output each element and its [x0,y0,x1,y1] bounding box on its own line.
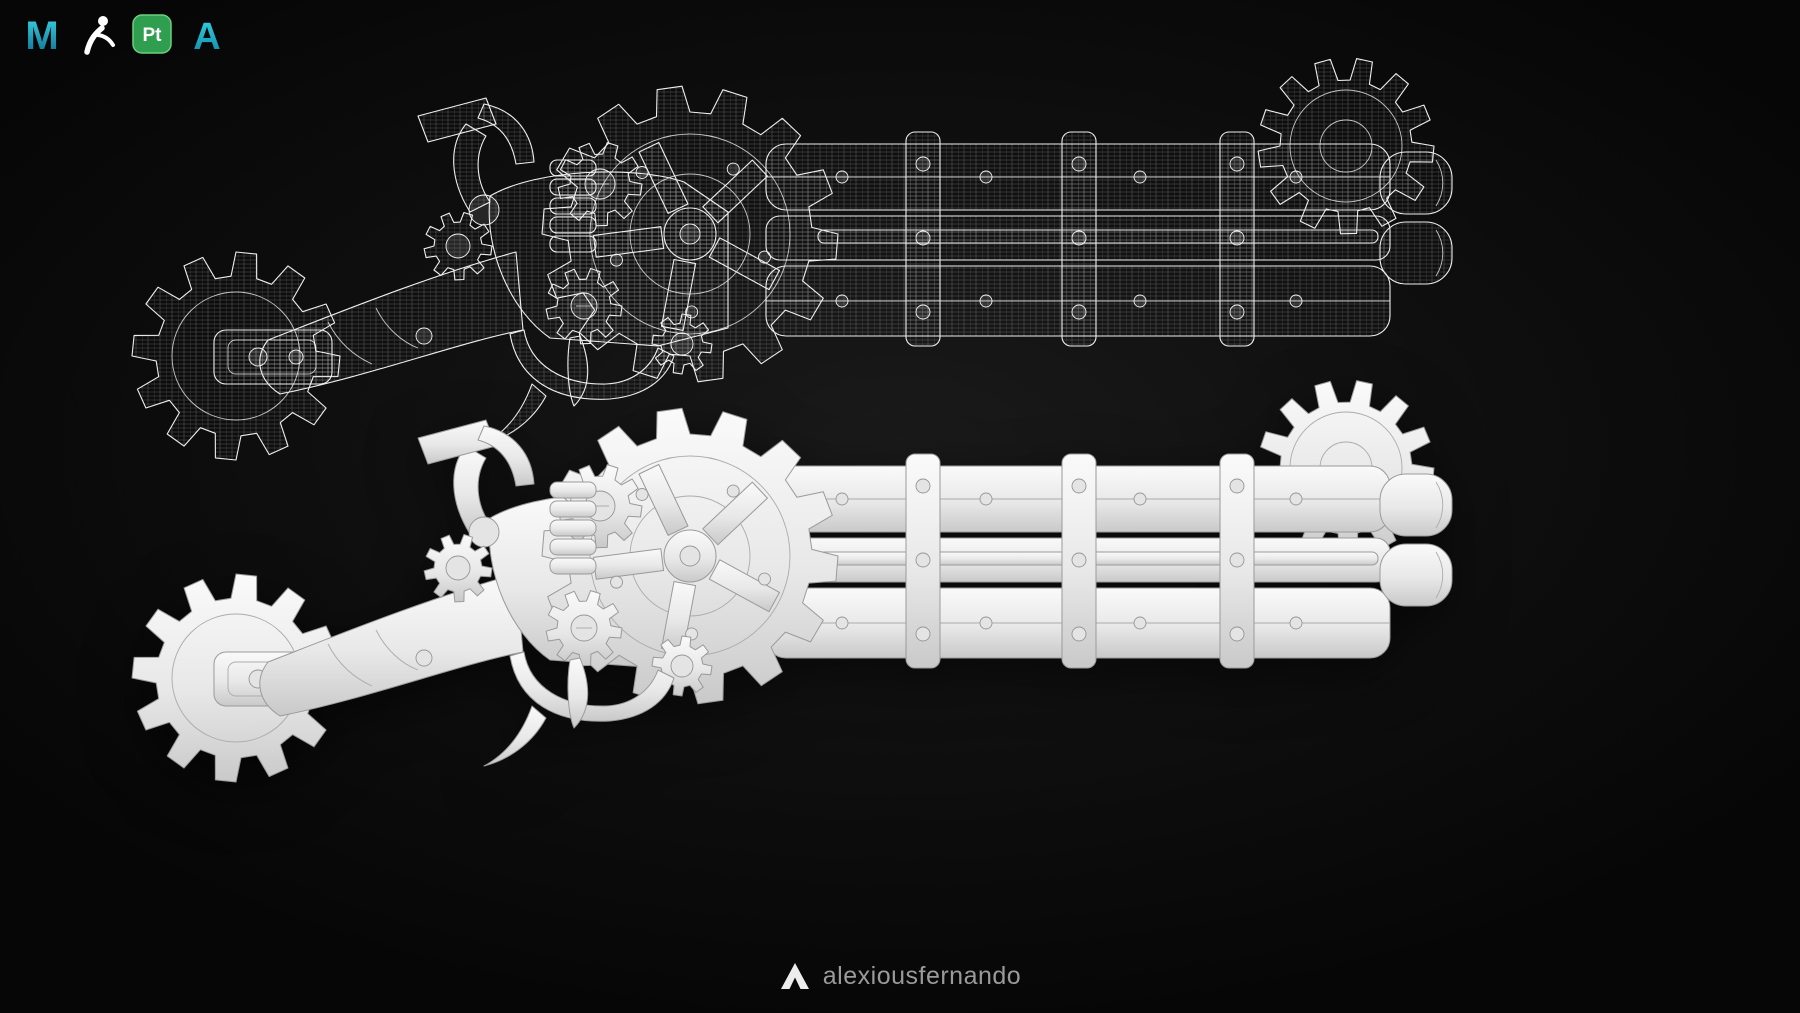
watermark: alexiousfernando [0,961,1800,991]
wireframe-render [131,58,1453,461]
clay-render [131,380,1453,783]
clay-render-wrap [118,380,1458,816]
substance-painter-glyph: Pt [143,25,163,46]
arnold-icon: A [185,12,229,56]
wireframe-render-wrap [118,58,1458,494]
arnold-glyph: A [193,16,220,56]
artist-logo-icon [780,963,809,989]
maya-glyph: M [25,14,58,56]
zbrush-icon [75,12,119,56]
substance-painter-icon: Pt [130,12,174,56]
software-badges: M Pt A [20,12,229,56]
artist-name: alexiousfernando [822,961,1022,990]
maya-icon: M [20,12,64,56]
